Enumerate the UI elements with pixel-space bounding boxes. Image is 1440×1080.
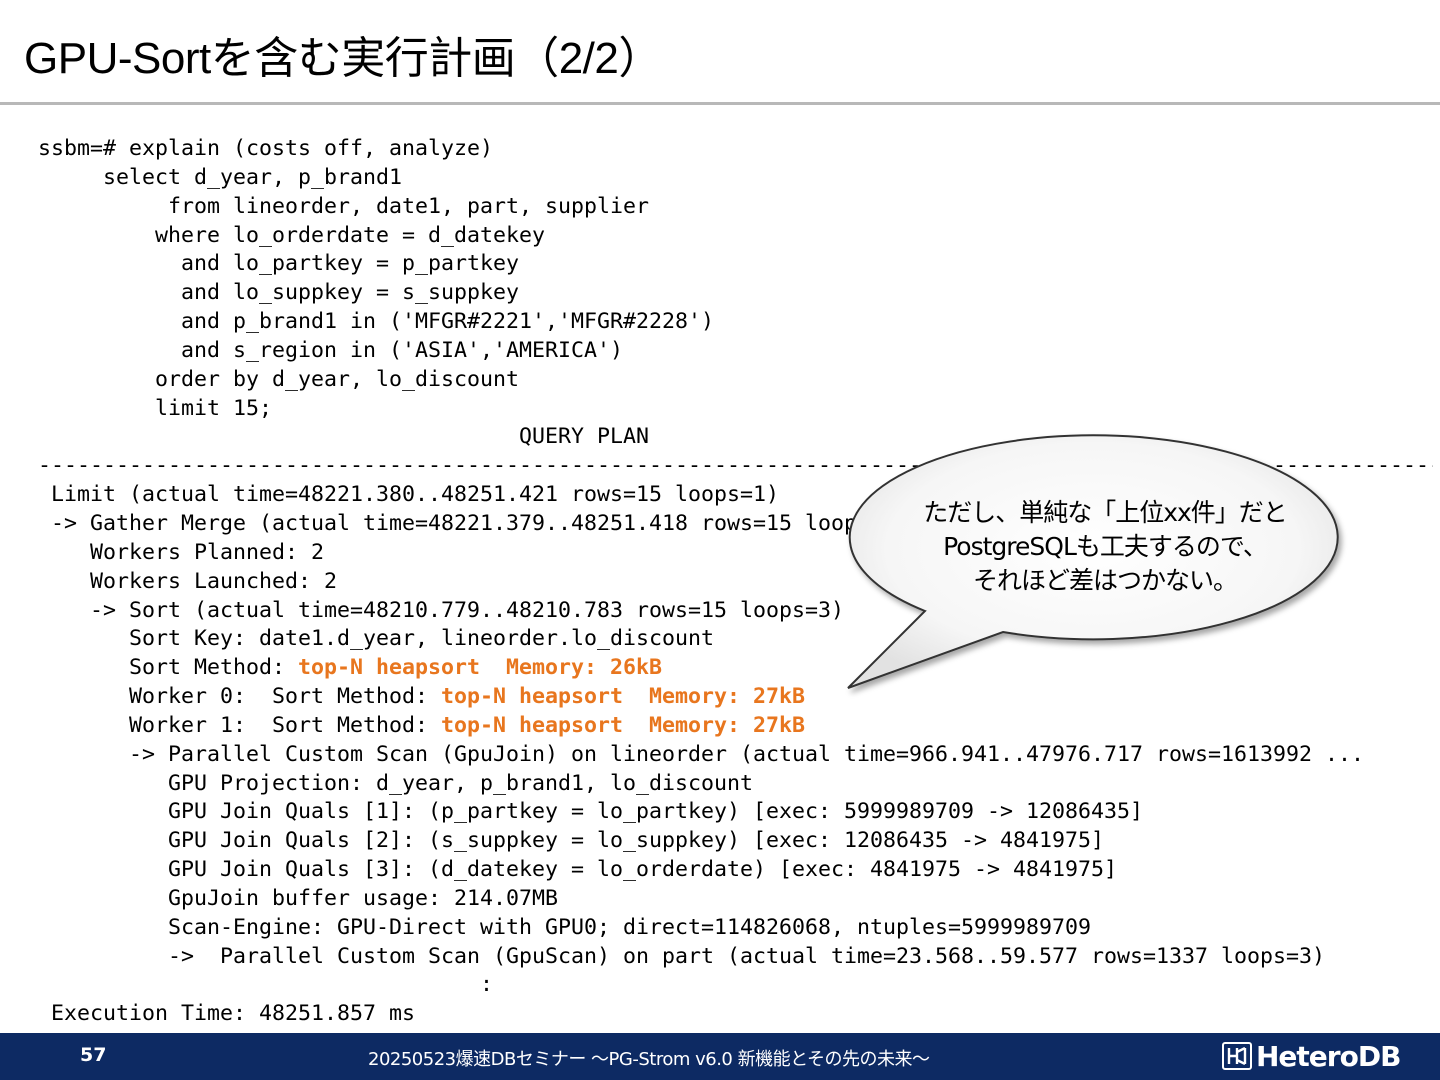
code-text: Sort Method: bbox=[38, 655, 299, 681]
explain-output-code-block: ssbm=# explain (costs off, analyze) sele… bbox=[38, 135, 1433, 1029]
footer-bar: 57 20250523爆速DBセミナー ～PG-Strom v6.0 新機能とそ… bbox=[0, 1033, 1440, 1080]
code-line: Worker 0: Sort Method: top-N heapsort Me… bbox=[38, 683, 1433, 712]
code-text: -> Parallel Custom Scan (GpuJoin) on lin… bbox=[38, 741, 1365, 767]
code-line: Limit (actual time=48221.380..48251.421 … bbox=[38, 481, 1433, 510]
code-text: -> Sort (actual time=48210.779..48210.78… bbox=[38, 597, 845, 623]
callout-text: ただし、単純な「上位xx件」だと PostgreSQLも工夫するので、 それほど… bbox=[870, 496, 1340, 598]
code-line: from lineorder, date1, part, supplier bbox=[38, 193, 1433, 222]
callout-line-2: PostgreSQLも工夫するので、 bbox=[943, 532, 1268, 561]
highlighted-sort-method: top-N heapsort Memory: 26kB bbox=[298, 655, 663, 681]
code-text: -> Gather Merge (actual time=48221.379..… bbox=[38, 510, 910, 536]
code-line: ssbm=# explain (costs off, analyze) bbox=[38, 135, 1433, 164]
code-text: and s_region in ('ASIA','AMERICA') bbox=[38, 337, 624, 363]
heterodb-logo-icon bbox=[1222, 1042, 1252, 1070]
highlighted-sort-method: top-N heapsort Memory: 27kB bbox=[441, 712, 806, 738]
code-line: -> Gather Merge (actual time=48221.379..… bbox=[38, 510, 1433, 539]
code-line: GPU Join Quals [2]: (s_suppkey = lo_supp… bbox=[38, 827, 1433, 856]
code-line: -> Parallel Custom Scan (GpuScan) on par… bbox=[38, 943, 1433, 972]
code-line: and lo_partkey = p_partkey bbox=[38, 250, 1433, 279]
code-text: Scan-Engine: GPU-Direct with GPU0; direc… bbox=[38, 914, 1092, 940]
code-text: GPU Projection: d_year, p_brand1, lo_dis… bbox=[38, 770, 754, 796]
event-title: 20250523爆速DBセミナー ～PG-Strom v6.0 新機能とその先の… bbox=[368, 1049, 930, 1070]
code-line: Sort Key: date1.d_year, lineorder.lo_dis… bbox=[38, 625, 1433, 654]
code-text: GPU Join Quals [2]: (s_suppkey = lo_supp… bbox=[38, 828, 1105, 854]
code-text: and p_brand1 in ('MFGR#2221','MFGR#2228'… bbox=[38, 309, 715, 335]
code-line: Sort Method: top-N heapsort Memory: 26kB bbox=[38, 654, 1433, 683]
callout-line-1: ただし、単純な「上位xx件」だと bbox=[923, 498, 1288, 527]
slide-title: GPU-Sortを含む実行計画（2/2） bbox=[24, 34, 662, 83]
speech-bubble-shape bbox=[847, 434, 1339, 689]
code-text: Worker 1: Sort Method: bbox=[38, 712, 442, 738]
code-line: limit 15; bbox=[38, 395, 1433, 424]
code-line: and p_brand1 in ('MFGR#2221','MFGR#2228'… bbox=[38, 308, 1433, 337]
code-line: Scan-Engine: GPU-Direct with GPU0; direc… bbox=[38, 914, 1433, 943]
code-text: and lo_partkey = p_partkey bbox=[38, 251, 520, 277]
code-line: GPU Join Quals [1]: (p_partkey = lo_part… bbox=[38, 798, 1433, 827]
code-line: Execution Time: 48251.857 ms bbox=[38, 1000, 1433, 1029]
code-line: Workers Launched: 2 bbox=[38, 568, 1433, 597]
code-line: order by d_year, lo_discount bbox=[38, 366, 1433, 395]
code-text: Workers Planned: 2 bbox=[38, 539, 325, 565]
code-line: and s_region in ('ASIA','AMERICA') bbox=[38, 337, 1433, 366]
code-text: GPU Join Quals [1]: (p_partkey = lo_part… bbox=[38, 799, 1144, 825]
code-text: and lo_suppkey = s_suppkey bbox=[38, 280, 520, 306]
title-divider bbox=[0, 102, 1440, 105]
code-text: where lo_orderdate = d_datekey bbox=[38, 222, 546, 248]
code-line: Worker 1: Sort Method: top-N heapsort Me… bbox=[38, 712, 1433, 741]
code-text: Worker 0: Sort Method: bbox=[38, 684, 442, 710]
code-line: GpuJoin buffer usage: 214.07MB bbox=[38, 885, 1433, 914]
code-text: GPU Join Quals [3]: (d_datekey = lo_orde… bbox=[38, 857, 1118, 883]
code-line: and lo_suppkey = s_suppkey bbox=[38, 279, 1433, 308]
code-line: where lo_orderdate = d_datekey bbox=[38, 222, 1433, 251]
code-line: : bbox=[38, 971, 1433, 1000]
code-line: GPU Projection: d_year, p_brand1, lo_dis… bbox=[38, 770, 1433, 799]
highlighted-sort-method: top-N heapsort Memory: 27kB bbox=[441, 684, 806, 710]
callout-line-3: それほど差はつかない。 bbox=[972, 566, 1238, 595]
code-text: select d_year, p_brand1 bbox=[38, 164, 403, 190]
code-line: select d_year, p_brand1 bbox=[38, 164, 1433, 193]
code-text: ssbm=# explain (costs off, analyze) bbox=[38, 136, 494, 161]
page-number: 57 bbox=[80, 1044, 107, 1066]
code-text: Execution Time: 48251.857 ms bbox=[38, 1001, 416, 1027]
code-line: -> Parallel Custom Scan (GpuJoin) on lin… bbox=[38, 741, 1433, 770]
code-line: GPU Join Quals [3]: (d_datekey = lo_orde… bbox=[38, 856, 1433, 885]
code-line: -> Sort (actual time=48210.779..48210.78… bbox=[38, 597, 1433, 626]
heterodb-logo-text: HeteroDB bbox=[1256, 1039, 1401, 1073]
heterodb-logo: HeteroDB bbox=[1222, 1039, 1401, 1073]
code-text: GpuJoin buffer usage: 214.07MB bbox=[38, 885, 559, 911]
code-line: QUERY PLAN bbox=[38, 423, 1433, 452]
code-text: Limit (actual time=48221.380..48251.421 … bbox=[38, 482, 780, 508]
code-text: order by d_year, lo_discount bbox=[38, 366, 520, 392]
code-text: limit 15; bbox=[38, 395, 273, 421]
code-text: Sort Key: date1.d_year, lineorder.lo_dis… bbox=[38, 626, 715, 652]
code-text: : bbox=[38, 972, 494, 998]
code-text: -> Parallel Custom Scan (GpuScan) on par… bbox=[38, 943, 1326, 969]
code-line: Workers Planned: 2 bbox=[38, 539, 1433, 568]
code-text: QUERY PLAN bbox=[38, 424, 650, 450]
code-text: Workers Launched: 2 bbox=[38, 568, 338, 594]
code-text: from lineorder, date1, part, supplier bbox=[38, 193, 650, 219]
